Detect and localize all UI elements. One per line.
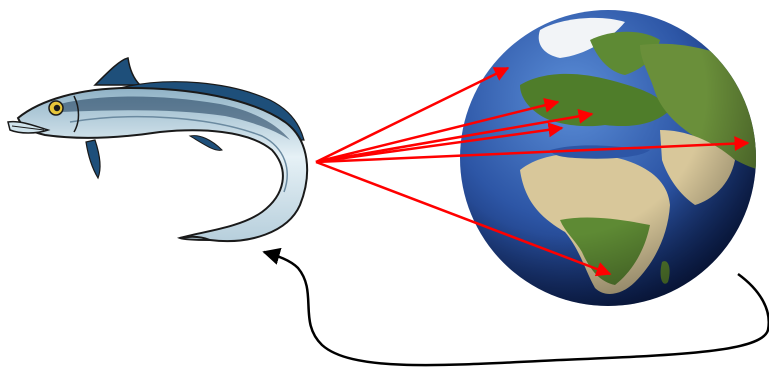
hairtail-fish-icon bbox=[8, 58, 307, 241]
earth-globe-icon bbox=[460, 10, 760, 306]
